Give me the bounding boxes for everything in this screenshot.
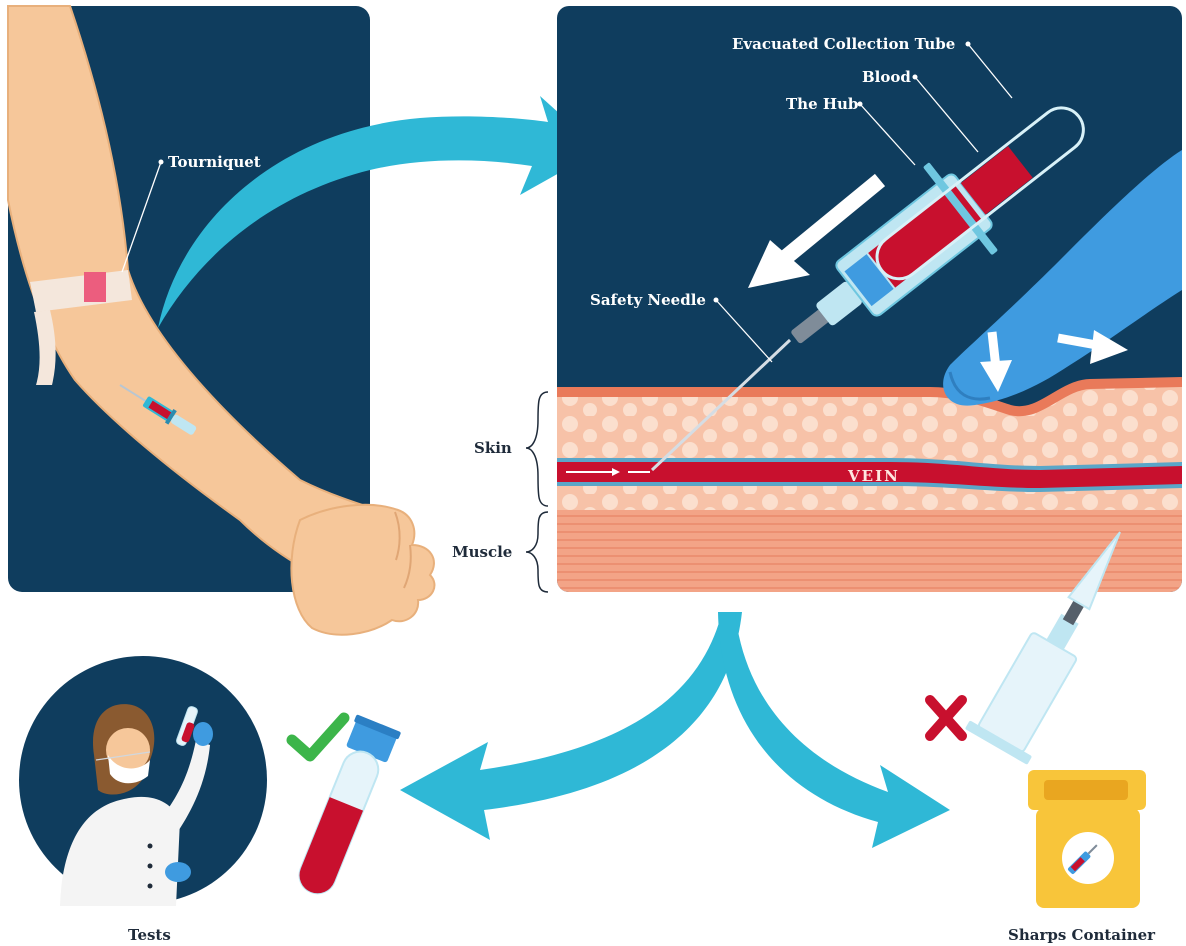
- label-blood: Blood: [862, 68, 911, 86]
- tests-group: Tests: [19, 656, 267, 944]
- blood-tube: [289, 714, 402, 901]
- tissue-braces: Skin Muscle: [452, 392, 548, 592]
- label-sharps-container: Sharps Container: [1008, 926, 1156, 944]
- sharps-container: Sharps Container: [1008, 770, 1156, 944]
- flow-arrow-left: [400, 612, 742, 840]
- label-safety-needle: Safety Needle: [590, 291, 706, 309]
- label-tests: Tests: [128, 926, 171, 944]
- label-hub: The Hub: [786, 95, 858, 113]
- flow-arrow-right: [718, 612, 950, 848]
- right-panel: VEIN: [557, 6, 1182, 598]
- cross-icon: [930, 700, 962, 736]
- label-tourniquet: Tourniquet: [168, 153, 261, 171]
- label-skin: Skin: [474, 439, 512, 457]
- label-vein: VEIN: [847, 467, 900, 485]
- check-icon: [292, 718, 344, 756]
- label-muscle: Muscle: [452, 543, 512, 561]
- label-evacuated-tube: Evacuated Collection Tube: [732, 35, 955, 53]
- left-panel: Tourniquet: [8, 6, 434, 635]
